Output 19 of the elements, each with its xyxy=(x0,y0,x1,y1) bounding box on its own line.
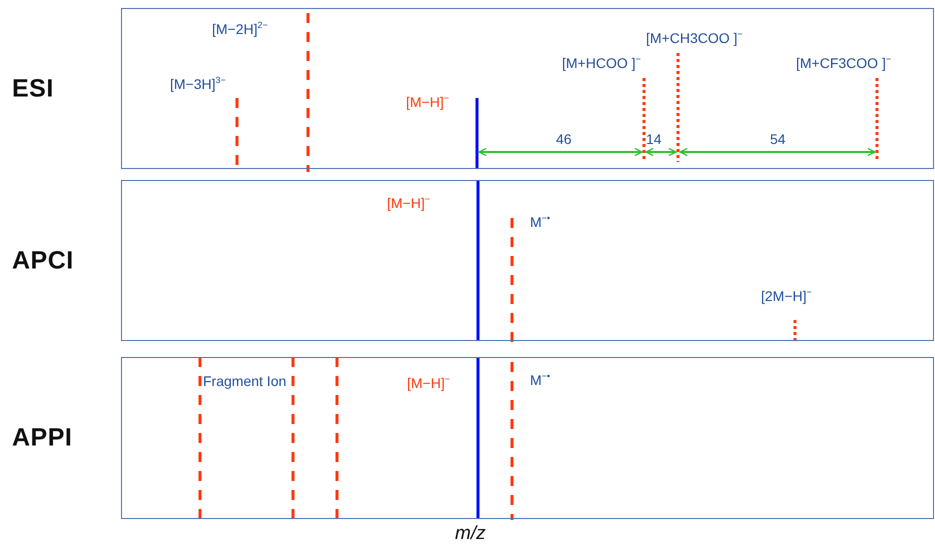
peak-label: M$^{−•}$ xyxy=(530,213,550,230)
peak-label: [M−H]$^{−}$ xyxy=(387,194,430,211)
peak-label: [M−3H]$^{3−}$ xyxy=(170,75,226,92)
axis-label: m/z xyxy=(455,523,486,545)
peak-label: [M+CF3COO ]$^{−}$ xyxy=(796,54,892,71)
peak-label: [2M−H]$^{−}$ xyxy=(761,287,812,304)
peak-label: [M−H]$^{−}$ xyxy=(406,93,449,110)
peak-label: [M+HCOO ]$^{−}$ xyxy=(562,54,641,71)
peak-label: [M+CH3COO ]$^{−}$ xyxy=(646,29,743,46)
ionization-method-label: ESI xyxy=(12,74,54,103)
peak-label: 46 xyxy=(556,131,572,147)
peak-label: Fragment Ion xyxy=(203,373,286,389)
ionization-method-label: APCI xyxy=(12,246,74,275)
peak-label: 14 xyxy=(646,131,662,147)
peak-label: 54 xyxy=(770,131,786,147)
peak-label: [M−2H]$^{2−}$ xyxy=(212,20,268,37)
ionization-method-label: APPI xyxy=(12,424,72,452)
peak-label: [M−H]$^{−}$ xyxy=(407,374,450,391)
peak-label: M$^{−•}$ xyxy=(530,371,550,388)
